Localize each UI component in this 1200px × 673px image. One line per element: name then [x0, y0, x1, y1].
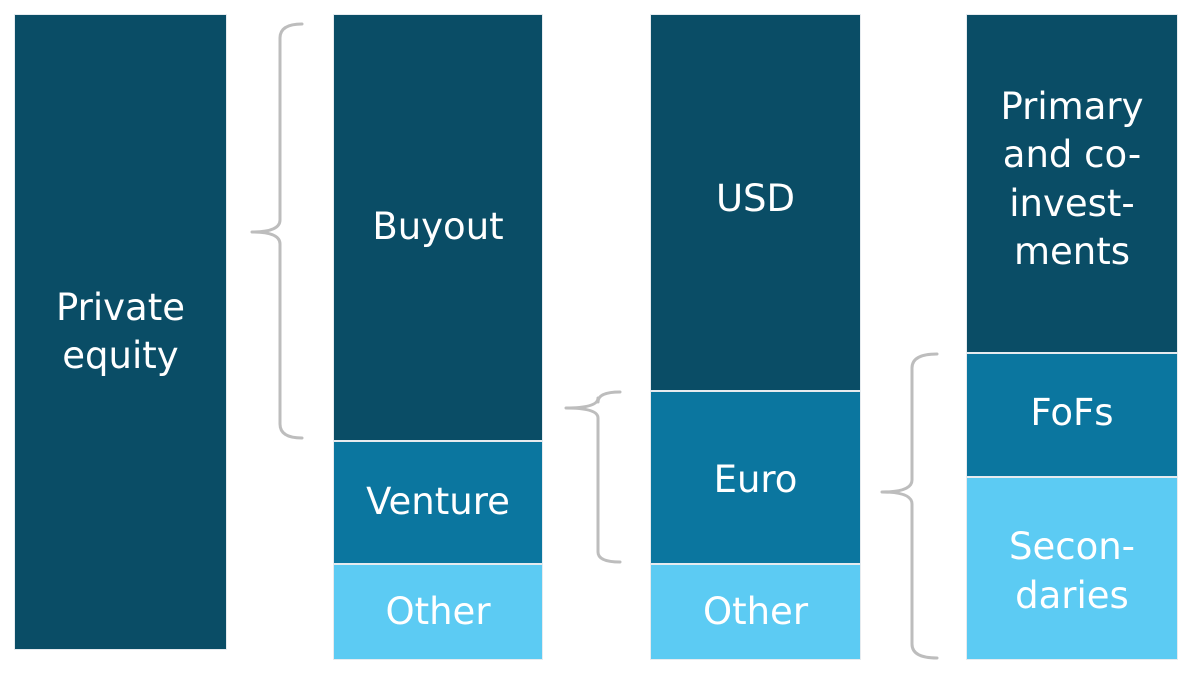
usd-label: USD	[715, 177, 796, 221]
private-equity-block: Private equity	[14, 14, 227, 650]
primary-coinvestments-block: Primary and co- invest- ments	[966, 14, 1178, 353]
other-block-strategy: Other	[333, 564, 543, 660]
venture-label: Venture	[366, 480, 510, 524]
bracket-2-icon	[564, 390, 622, 564]
buyout-label: Buyout	[372, 205, 504, 249]
venture-block: Venture	[333, 441, 543, 564]
euro-label: Euro	[713, 458, 798, 502]
buyout-block: Buyout	[333, 14, 543, 441]
private-equity-label: Private equity	[56, 285, 185, 377]
fofs-block: FoFs	[966, 353, 1178, 477]
other-label-currency: Other	[702, 589, 809, 633]
other-block-currency: Other	[650, 564, 861, 660]
secondaries-block: Secon- daries	[966, 477, 1178, 660]
primary-coinvestments-label: Primary and co- invest- ments	[1000, 85, 1144, 273]
euro-block: Euro	[650, 391, 861, 564]
secondaries-label: Secon- daries	[1008, 525, 1136, 617]
usd-block: USD	[650, 14, 861, 391]
bracket-1-icon	[250, 22, 304, 440]
other-label-strategy: Other	[385, 589, 491, 633]
bracket-3-icon	[880, 352, 939, 660]
fofs-label: FoFs	[1030, 390, 1114, 434]
